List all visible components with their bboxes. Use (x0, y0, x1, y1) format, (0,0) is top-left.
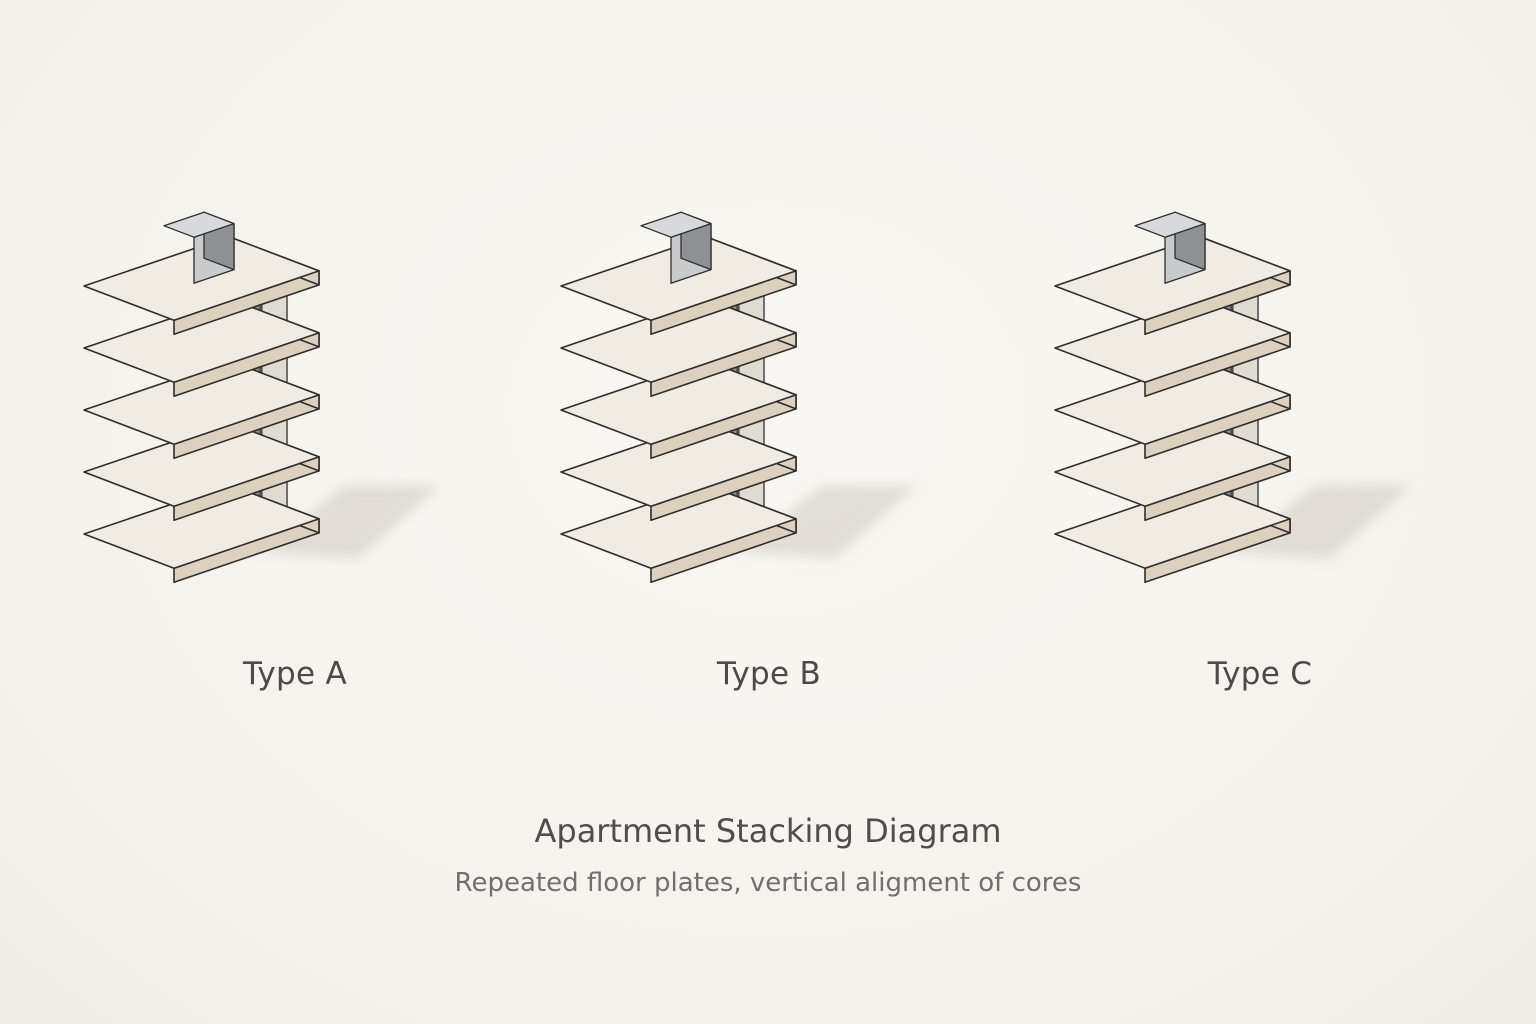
building-label-type-a: Type A (242, 656, 348, 692)
building-type-a (83, 211, 441, 584)
building-type-c (1054, 211, 1412, 584)
rooftop-core-top (640, 211, 712, 238)
ground-shadow (261, 485, 441, 559)
building-label-type-c: Type C (1207, 656, 1313, 692)
diagram-subtitle: Repeated floor plates, vertical aligment… (454, 868, 1082, 898)
building-type-b (560, 211, 918, 584)
rooftop-core-top (163, 211, 235, 238)
ground-shadow (738, 485, 918, 559)
diagram-title: Apartment Stacking Diagram (534, 812, 1002, 850)
rooftop-core-top (1134, 211, 1206, 238)
building-label-type-b: Type B (716, 656, 822, 692)
ground-shadow (1232, 485, 1412, 559)
